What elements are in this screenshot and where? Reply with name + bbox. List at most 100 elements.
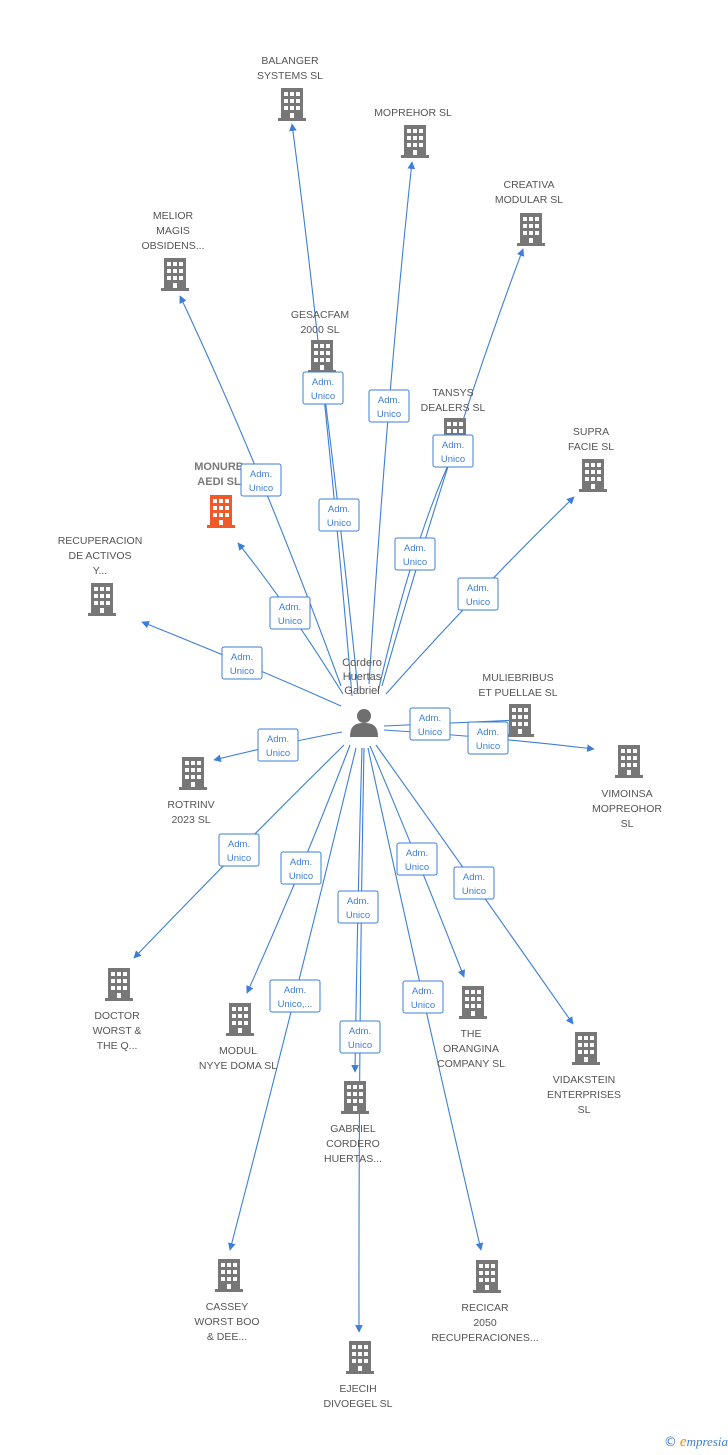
role-badge-text: Unico bbox=[327, 518, 351, 529]
company-label-line: OBSIDENS... bbox=[141, 240, 204, 252]
role-badge-rotrinv[interactable]: Adm.Unico bbox=[257, 728, 299, 762]
company-node-moprehor[interactable]: MOPREHOR SL bbox=[374, 107, 452, 158]
role-badge-text: Adm. bbox=[349, 1026, 371, 1037]
role-badge-vimoinsa[interactable]: Adm.Unico bbox=[467, 721, 509, 755]
role-badge-recuperacion[interactable]: Adm.Unico bbox=[221, 646, 263, 680]
company-label-line: CREATIVA bbox=[504, 179, 555, 191]
company-node-recicar[interactable]: RECICAR2050RECUPERACIONES... bbox=[431, 1260, 539, 1344]
building-icon bbox=[308, 340, 336, 373]
company-label-line: ROTRINV bbox=[167, 799, 214, 811]
building-icon bbox=[226, 1003, 254, 1036]
edge-gesacfam bbox=[319, 374, 359, 691]
brand-e: e bbox=[679, 1434, 687, 1450]
role-badge-orangina[interactable]: Adm.Unico bbox=[396, 842, 438, 876]
role-badge-recicar[interactable]: Adm.Unico bbox=[402, 980, 444, 1014]
company-label-line: BALANGER bbox=[261, 55, 319, 67]
company-label-line: DOCTOR bbox=[94, 1010, 140, 1022]
building-icon bbox=[572, 1032, 600, 1065]
role-badge-modul[interactable]: Adm.Unico bbox=[280, 851, 322, 885]
building-icon bbox=[401, 125, 429, 158]
role-badge-tansys[interactable]: Adm.Unico bbox=[394, 537, 436, 571]
company-label-line: DIVOEGEL SL bbox=[323, 1398, 392, 1410]
role-badge-gabriel[interactable]: Adm.Unico bbox=[337, 890, 379, 924]
center-person-node[interactable]: Cordero Huertas Gabriel bbox=[342, 657, 382, 737]
role-badge-cassey[interactable]: Adm.Unico,... bbox=[269, 979, 321, 1013]
role-badge-monurb[interactable]: Adm.Unico bbox=[269, 596, 311, 630]
role-badge-gesacfam[interactable]: Adm. Unico bbox=[318, 498, 360, 532]
role-badge-box bbox=[453, 866, 495, 900]
role-badge-text: Unico bbox=[227, 853, 251, 864]
role-badge-text: Unico bbox=[230, 666, 254, 677]
person-icon bbox=[350, 709, 378, 737]
role-badge-box bbox=[257, 728, 299, 762]
role-badge-balanger[interactable]: Adm.Unico bbox=[302, 371, 344, 405]
company-label-line: MODUL bbox=[219, 1045, 257, 1057]
building-icon bbox=[459, 986, 487, 1019]
company-label-line: & DEE... bbox=[207, 1331, 247, 1343]
role-badge-box bbox=[318, 498, 360, 532]
company-label-line: VIMOINSA bbox=[601, 788, 652, 800]
role-badge-vidakstein[interactable]: Adm.Unico bbox=[453, 866, 495, 900]
company-label-line: MONURB bbox=[194, 461, 244, 473]
role-badge-text: Adm. bbox=[404, 543, 426, 554]
role-badge-box bbox=[337, 890, 379, 924]
company-label-line: RECUPERACIONES... bbox=[431, 1332, 538, 1344]
role-badge-box bbox=[339, 1020, 381, 1054]
role-badge-box bbox=[396, 842, 438, 876]
role-badge-creativa[interactable]: Adm.Unico bbox=[432, 434, 474, 468]
company-node-melior[interactable]: MELIORMAGISOBSIDENS... bbox=[141, 210, 205, 291]
edge-tansys bbox=[377, 449, 456, 693]
company-label-line: RECICAR bbox=[461, 1302, 509, 1314]
building-icon bbox=[346, 1341, 374, 1374]
role-badge-supra[interactable]: Adm.Unico bbox=[457, 577, 499, 611]
center-label-line-1: Cordero bbox=[342, 657, 382, 669]
company-node-gabriel[interactable]: GABRIELCORDEROHUERTAS... bbox=[324, 1081, 382, 1165]
company-label-line: COMPANY SL bbox=[437, 1058, 505, 1070]
company-label-line: 2000 SL bbox=[300, 324, 339, 336]
role-badge-ejecih[interactable]: Adm.Unico bbox=[339, 1020, 381, 1054]
role-badge-text: Unico bbox=[289, 871, 313, 882]
building-icon bbox=[473, 1260, 501, 1293]
role-badge-box bbox=[218, 833, 260, 867]
company-label-line: CASSEY bbox=[206, 1301, 249, 1313]
role-badge-text: Unico bbox=[377, 409, 401, 420]
company-label-line: DE ACTIVOS bbox=[68, 550, 131, 562]
company-label-line: THE bbox=[461, 1028, 482, 1040]
role-badge-text: Adm. bbox=[328, 504, 350, 515]
company-label-line: Y... bbox=[93, 565, 107, 577]
role-badge-melior[interactable]: Adm.Unico bbox=[240, 463, 282, 497]
building-icon bbox=[207, 495, 235, 528]
role-badge-doctor[interactable]: Adm.Unico bbox=[218, 833, 260, 867]
role-badge-box bbox=[269, 979, 321, 1013]
company-label-line: FACIE SL bbox=[568, 441, 614, 453]
building-icon bbox=[278, 88, 306, 121]
role-badge-text: Adm. bbox=[467, 583, 489, 594]
role-badge-text: Unico bbox=[311, 391, 335, 402]
role-badge-muliebribus[interactable]: Adm.Unico bbox=[409, 707, 451, 741]
role-badge-box bbox=[302, 371, 344, 405]
role-badge-text: Adm. bbox=[442, 440, 464, 451]
building-icon bbox=[579, 459, 607, 492]
role-badge-text: Unico bbox=[266, 748, 290, 759]
brand-name: mpresia bbox=[686, 1434, 728, 1449]
role-badge-text: Unico bbox=[249, 483, 273, 494]
role-badge-moprehor[interactable]: Adm.Unico bbox=[368, 389, 410, 423]
role-badge-text: Adm. bbox=[477, 727, 499, 738]
